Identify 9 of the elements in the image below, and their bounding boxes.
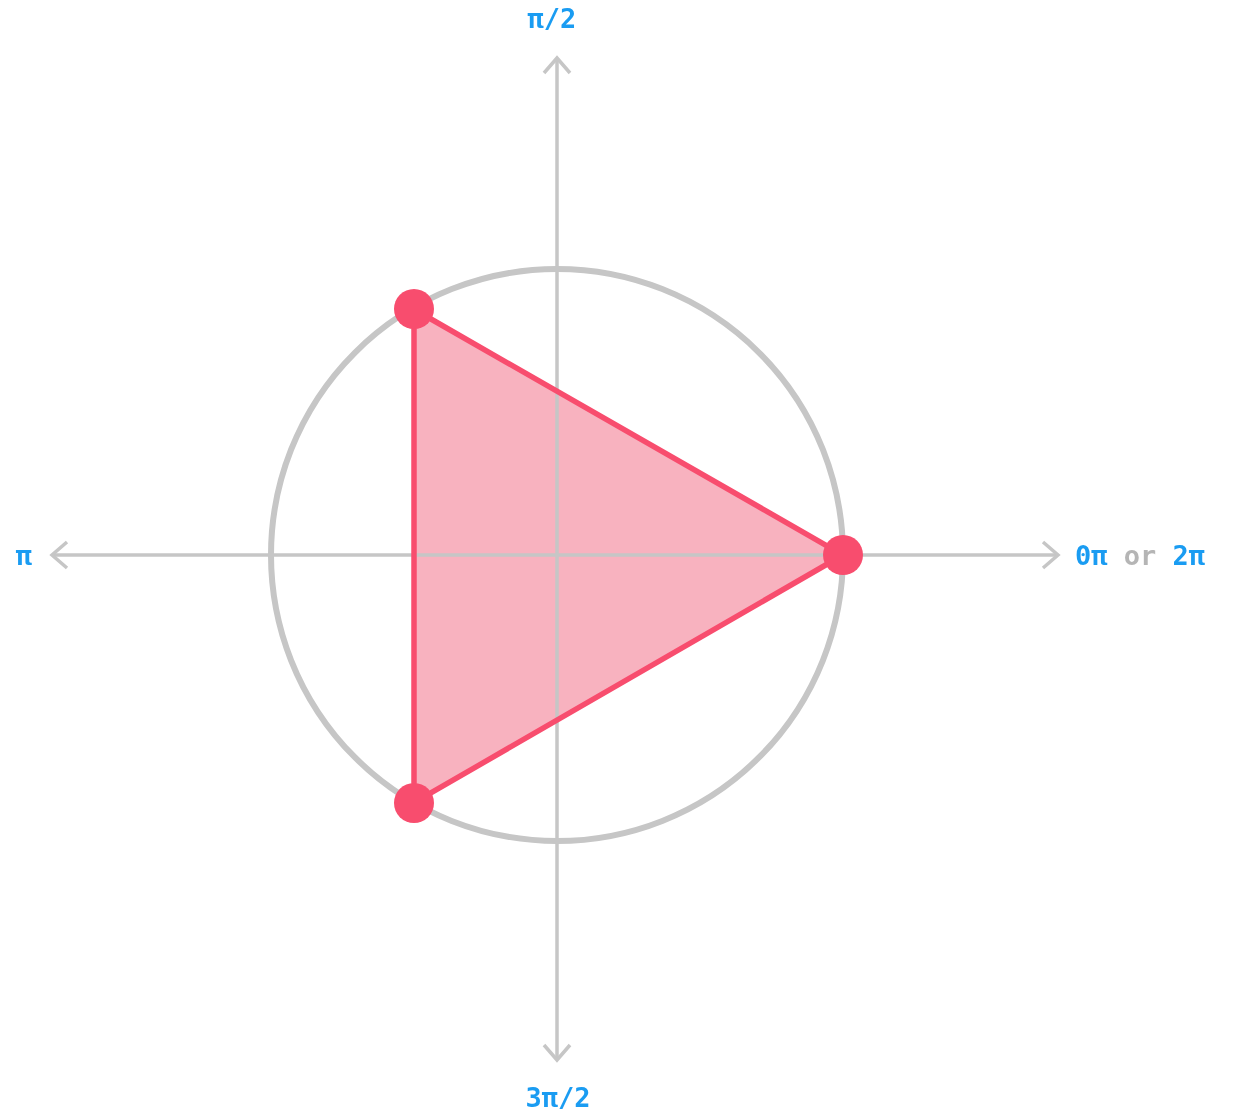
- triangle-side: [428, 562, 829, 796]
- vertex-dot: [394, 289, 434, 330]
- vertex-dot: [394, 782, 434, 823]
- vertex-dot: [823, 535, 863, 575]
- axis-label: π: [15, 541, 33, 569]
- axis-label: 0π or 2π: [1075, 541, 1206, 569]
- triangle-side: [428, 316, 829, 548]
- axis-label: 3π/2: [525, 1083, 591, 1111]
- axis-label: π/2: [527, 4, 577, 32]
